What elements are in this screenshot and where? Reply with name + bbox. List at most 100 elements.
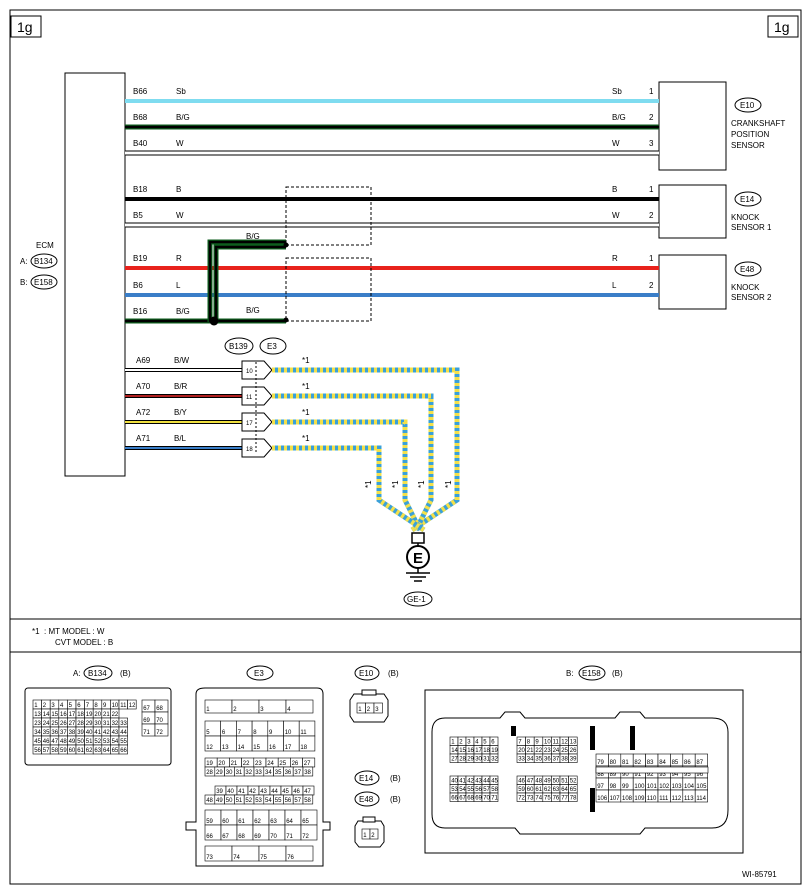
e3h-pin-76 [285,845,314,862]
terminal-label-10: 10 [246,369,253,375]
e158l-pin-label-17: 17 [475,748,482,754]
e158l-pin-label-27: 27 [451,756,458,762]
e158l2-pin-label-67: 67 [459,795,466,801]
e158m2-pin-label-49: 49 [544,778,551,784]
e158m2-pin-label-72: 72 [518,795,525,801]
e3d-pin-label-28: 28 [206,770,213,776]
wire-color-right-B66: Sb [612,87,622,96]
e158l-pin-label-28: 28 [459,756,466,762]
e158r-pin-label-95: 95 [684,772,691,778]
e158l-pin-label-30: 30 [475,756,482,762]
e158m2-pin-label-47: 47 [527,778,534,784]
e158m2-pin-78 [568,792,578,802]
shield-17-stripe [272,419,423,532]
e158m-pin-label-39: 39 [570,756,577,762]
b134-pin-label-19: 19 [86,712,93,718]
e3f-pin-label-49: 49 [216,798,223,804]
b134-pin-label-7: 7 [86,703,90,709]
e10-pin-label-1: 1 [358,707,362,713]
e158m-pin-label-22: 22 [535,748,542,754]
b134-pin-label-1: 1 [34,703,38,709]
e158r2-pin-label-97: 97 [597,784,604,790]
e14-pin-2 [369,828,379,840]
e14-name-2: SENSOR 1 [731,223,772,232]
shield-drain-outer-core [208,240,286,322]
wire-pin-B16: B16 [133,307,148,316]
conn-a-prefix: A: [73,669,81,678]
e10-name-3: SENSOR [731,141,765,150]
wire-pin-B5: B5 [133,211,143,220]
b134-pin-label-57: 57 [43,748,50,754]
e3f-pin-label-53: 53 [255,798,262,804]
b134-pin-label-52: 52 [94,739,101,745]
conn-a-code: B134 [88,669,107,678]
sensor-pin-B66: 1 [649,87,654,96]
e158m-pin-label-10: 10 [544,739,551,745]
b134-pin-label-26: 26 [60,721,67,727]
b134-pin-label-40: 40 [86,730,93,736]
tag-right-box [767,15,799,38]
terminal-label-18: 18 [246,447,253,453]
e3d-pin-label-34: 34 [265,770,272,776]
e158-key-4 [590,788,595,812]
e3g-pin-label-68: 68 [238,834,245,840]
e10-pin-3 [373,702,383,714]
e3e-pin-label-46: 46 [293,789,300,795]
b134-pin-label-51: 51 [86,739,93,745]
e158l2-pin-label-58: 58 [491,787,498,793]
e158l-pin-label-14: 14 [451,748,458,754]
ecm-conn-a: B134 [34,257,53,266]
e158l-pin-32 [489,753,499,763]
e3e-pin-label-43: 43 [260,789,267,795]
b134-pin-label-5: 5 [69,703,73,709]
e158m2-pin-label-77: 77 [561,795,568,801]
terminal-18 [241,438,273,458]
e158m-pin-label-25: 25 [561,748,568,754]
e158m-pin-label-26: 26 [570,748,577,754]
e3b-pin-label-12: 12 [206,745,213,751]
conn-b-prefix: B: [566,669,574,678]
e158r2-pin-label-101: 101 [647,784,658,790]
e3c-pin-label-19: 19 [206,761,213,767]
e3d-pin-label-33: 33 [255,770,262,776]
e3d-pin-label-29: 29 [216,770,223,776]
e158l2-pin-label-55: 55 [467,787,474,793]
e3c-pin-label-21: 21 [231,761,238,767]
e158m-pin-label-34: 34 [527,756,534,762]
e14-name-1: KNOCK [731,213,760,222]
e158l-pin-label-5: 5 [483,739,487,745]
e158l-pin-label-3: 3 [467,739,471,745]
e3g-pin-label-69: 69 [254,834,261,840]
e10-pin-label-2: 2 [367,707,371,713]
e3d-pin-label-31: 31 [236,770,243,776]
e10-latch [361,689,377,696]
e3b-pin-label-8: 8 [253,730,257,736]
b134-pin-label-12: 12 [129,703,136,709]
e3e-pin-label-41: 41 [238,789,245,795]
e158l2-pin-label-66: 66 [451,795,458,801]
e158m-pin-label-11: 11 [553,739,560,745]
lower-color-A69: B/W [174,356,190,365]
e158l2-pin-label-45: 45 [491,778,498,784]
e158l2-pin-label-53: 53 [451,787,458,793]
ge1-oval [403,591,433,607]
lower-pin-A69: A69 [136,356,151,365]
e158r-pin-label-84: 84 [659,760,666,766]
shield-label-ks1: B/G [246,232,260,241]
wire-color-right-B6: L [612,281,617,290]
e158r-pin-label-90: 90 [622,772,629,778]
lower-color-A72: B/Y [174,408,188,417]
shield-drain-dot-ks2 [283,317,289,323]
e158r2-pin-label-107: 107 [610,796,621,802]
e3d-pin-label-36: 36 [285,770,292,776]
b134-pin-label-11: 11 [120,703,127,709]
e3b-pin-label-13: 13 [222,745,229,751]
e158l-pin-label-18: 18 [483,748,490,754]
e3h-pin-label-75: 75 [260,855,267,861]
b134-pin-label-14: 14 [43,712,50,718]
